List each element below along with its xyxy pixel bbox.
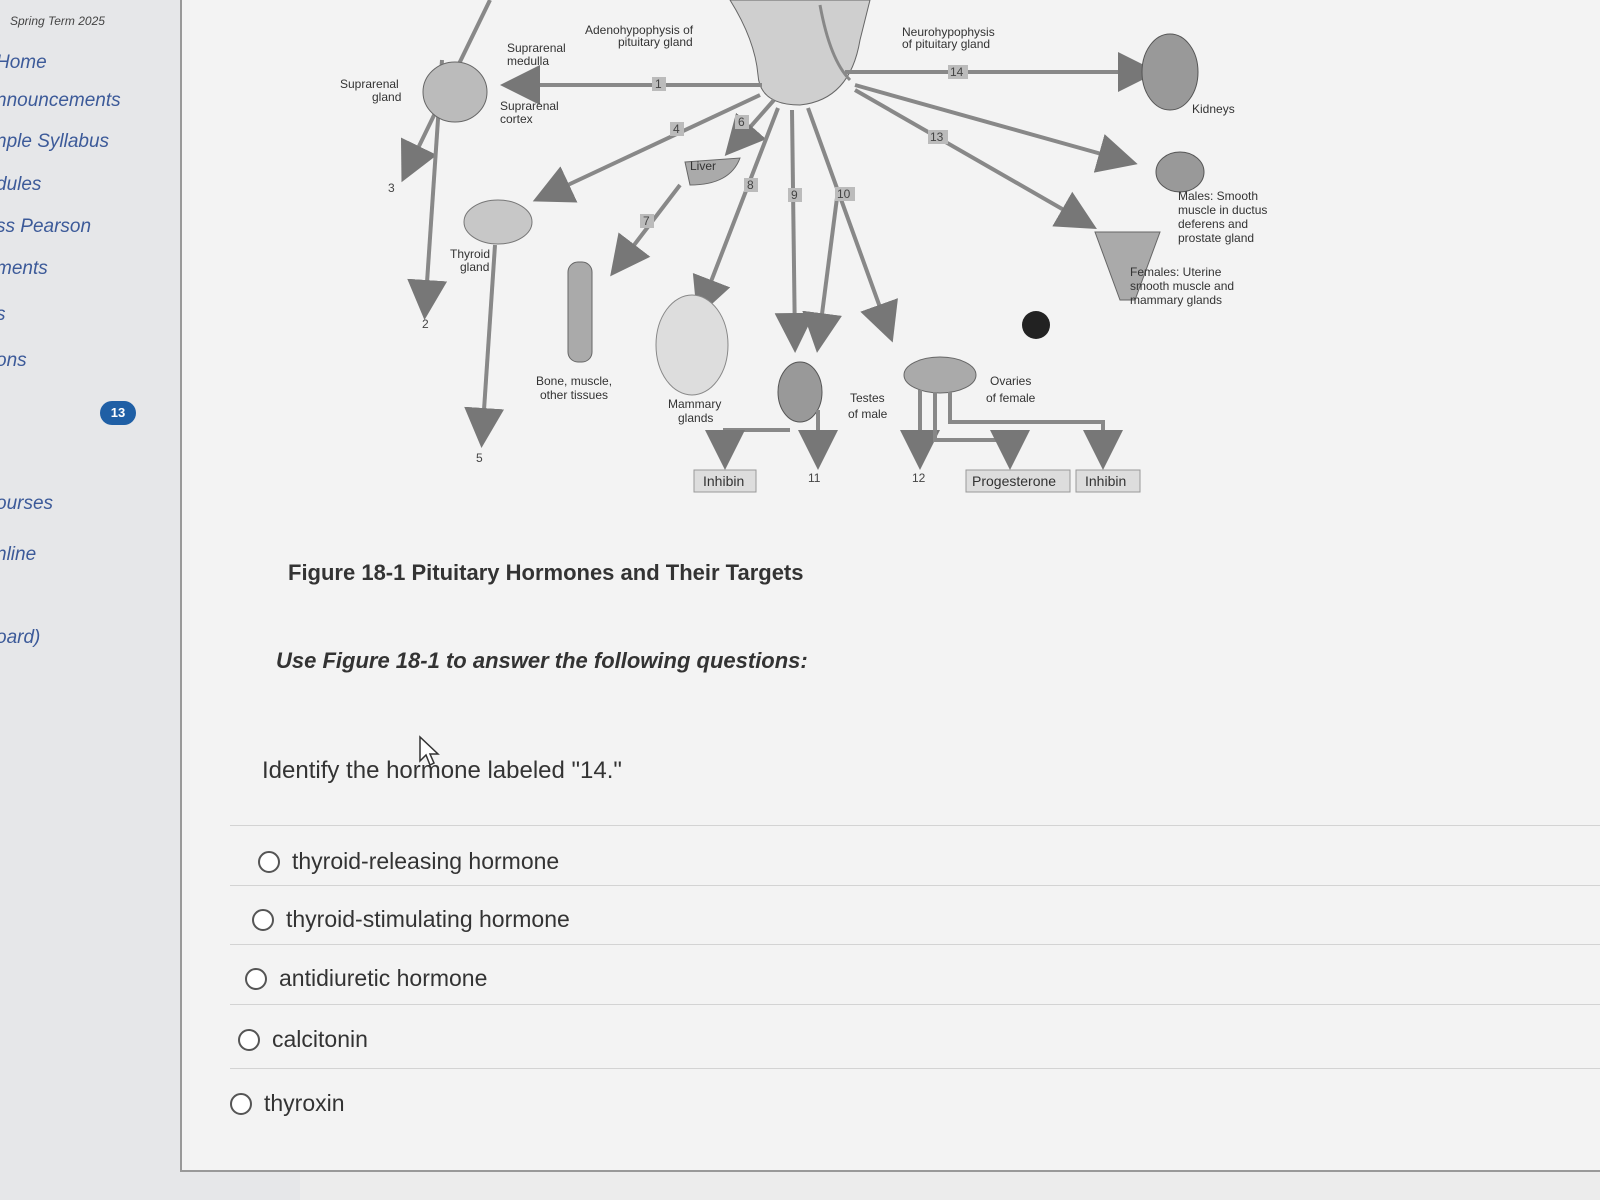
supra-medulla-label-1: Suprarenal: [507, 41, 566, 55]
neuro-label-1: Neurohypophysis: [902, 25, 995, 39]
testes-label-1: Testes: [850, 391, 885, 405]
supra-cortex-label-1: Suprarenal: [500, 99, 559, 113]
nav-assignments[interactable]: ments: [0, 258, 48, 279]
option-label: thyroid-releasing hormone: [292, 848, 560, 874]
nav-home[interactable]: Home: [0, 52, 47, 73]
neuro-label-2: of pituitary gland: [902, 37, 990, 51]
unread-count-badge: 13: [100, 401, 136, 425]
number-5: 5: [476, 451, 483, 465]
males-label-4: prostate gland: [1178, 231, 1254, 245]
answer-option-3[interactable]: antidiuretic hormone: [245, 965, 487, 992]
mammary-label-1: Mammary: [668, 397, 721, 411]
females-label-3: mammary glands: [1130, 293, 1222, 307]
ovaries-label-1: Ovaries: [990, 374, 1031, 388]
option-divider: [230, 825, 1600, 826]
nav-courses[interactable]: ourses: [0, 493, 54, 514]
term-label: Spring Term 2025: [10, 14, 105, 28]
adeno-label-1: Adenohypophysis of: [585, 23, 694, 37]
figure-diagram: Adenohypophysis of pituitary gland Neuro…: [340, 0, 1267, 493]
pituitary-hormones-figure: Adenohypophysis of pituitary gland Neuro…: [330, 0, 1330, 500]
number-10: 10: [837, 187, 851, 201]
number-12: 12: [912, 471, 926, 485]
testes-shape: [777, 361, 823, 423]
nav-item-s[interactable]: s: [0, 304, 6, 326]
answer-option-4[interactable]: calcitonin: [238, 1026, 368, 1053]
suprarenal-gland-shape: [422, 61, 488, 123]
nav-announcements[interactable]: nnouncements: [0, 90, 121, 111]
males-label-2: muscle in ductus: [1178, 203, 1267, 217]
ovaries-shape: [903, 356, 977, 394]
bone-label-1: Bone, muscle,: [536, 374, 612, 388]
radio-button[interactable]: [230, 1092, 252, 1115]
mammary-label-2: glands: [678, 411, 713, 425]
mouse-cursor-icon: [419, 735, 440, 767]
supra-medulla-label-2: medulla: [507, 54, 549, 68]
thyroid-label-1: Thyroid: [450, 247, 490, 261]
option-divider: [230, 944, 1600, 945]
nav-online[interactable]: nline: [0, 544, 37, 565]
females-label-2: smooth muscle and: [1130, 279, 1234, 293]
option-label: thyroxin: [264, 1090, 345, 1116]
number-9: 9: [791, 188, 798, 202]
thyroid-label-2: gland: [460, 260, 489, 274]
supra-cortex-label-2: cortex: [500, 112, 533, 126]
bone-shape: [567, 261, 593, 363]
supra-gland-label-2: gland: [372, 90, 401, 104]
kidneys-label: Kidneys: [1192, 102, 1235, 116]
nav-access-pearson[interactable]: ss Pearson: [0, 216, 92, 237]
males-label-3: deferens and: [1178, 217, 1248, 231]
liver-label: Liver: [690, 159, 716, 173]
number-14: 14: [950, 65, 964, 79]
inhibin-box-right: Inhibin: [1085, 473, 1126, 489]
progesterone-box: Progesterone: [972, 473, 1056, 489]
answer-option-5[interactable]: thyroxin: [230, 1090, 345, 1117]
inhibin-box-left: Inhibin: [703, 473, 744, 489]
option-divider: [230, 885, 1600, 886]
question-text: Identify the hormone labeled "14.": [262, 757, 622, 784]
option-divider: [230, 1004, 1600, 1005]
testes-label-2: of male: [848, 407, 888, 421]
figure-caption: Figure 18-1 Pituitary Hormones and Their…: [288, 560, 804, 585]
nav-discussions[interactable]: ons: [0, 350, 27, 371]
number-3: 3: [388, 181, 395, 195]
cell-shape: [1022, 311, 1050, 339]
uterus-shape: [1094, 231, 1161, 301]
option-label: calcitonin: [272, 1026, 368, 1052]
nav-syllabus[interactable]: nple Syllabus: [0, 131, 110, 152]
option-label: thyroid-stimulating hormone: [286, 906, 570, 932]
number-4: 4: [673, 122, 680, 136]
number-8: 8: [747, 178, 754, 192]
bone-label-2: other tissues: [540, 388, 608, 402]
question-instruction: Use Figure 18-1 to answer the following …: [276, 648, 808, 673]
answer-option-1[interactable]: thyroid-releasing hormone: [258, 848, 559, 875]
liver-shape: [684, 157, 741, 186]
number-1: 1: [655, 77, 662, 91]
option-divider: [230, 1068, 1600, 1069]
answer-option-2[interactable]: thyroid-stimulating hormone: [252, 906, 570, 933]
number-6: 6: [738, 115, 745, 129]
radio-button[interactable]: [238, 1028, 260, 1051]
kidney-shape: [1141, 33, 1199, 111]
males-label-1: Males: Smooth: [1178, 189, 1258, 203]
females-label-1: Females: Uterine: [1130, 265, 1222, 279]
radio-button[interactable]: [245, 967, 267, 990]
radio-button[interactable]: [258, 850, 280, 873]
quiz-question-card: [180, 0, 1600, 1172]
thyroid-gland-shape: [463, 199, 533, 245]
adeno-label-2: pituitary gland: [618, 35, 693, 49]
nav-dashboard[interactable]: oard): [0, 627, 41, 648]
hormone-arrows: [400, 0, 1158, 448]
radio-button[interactable]: [252, 908, 274, 931]
number-2: 2: [422, 317, 429, 331]
option-label: antidiuretic hormone: [279, 965, 488, 991]
number-7: 7: [643, 214, 650, 228]
ovaries-label-2: of female: [986, 391, 1036, 405]
nav-modules[interactable]: dules: [0, 174, 42, 195]
supra-gland-label-1: Suprarenal: [340, 77, 399, 91]
pituitary-gland-shape: [729, 0, 871, 106]
mammary-shape: [655, 294, 729, 396]
number-11: 11: [808, 471, 821, 485]
prostate-shape: [1155, 151, 1205, 193]
number-13: 13: [930, 130, 944, 144]
